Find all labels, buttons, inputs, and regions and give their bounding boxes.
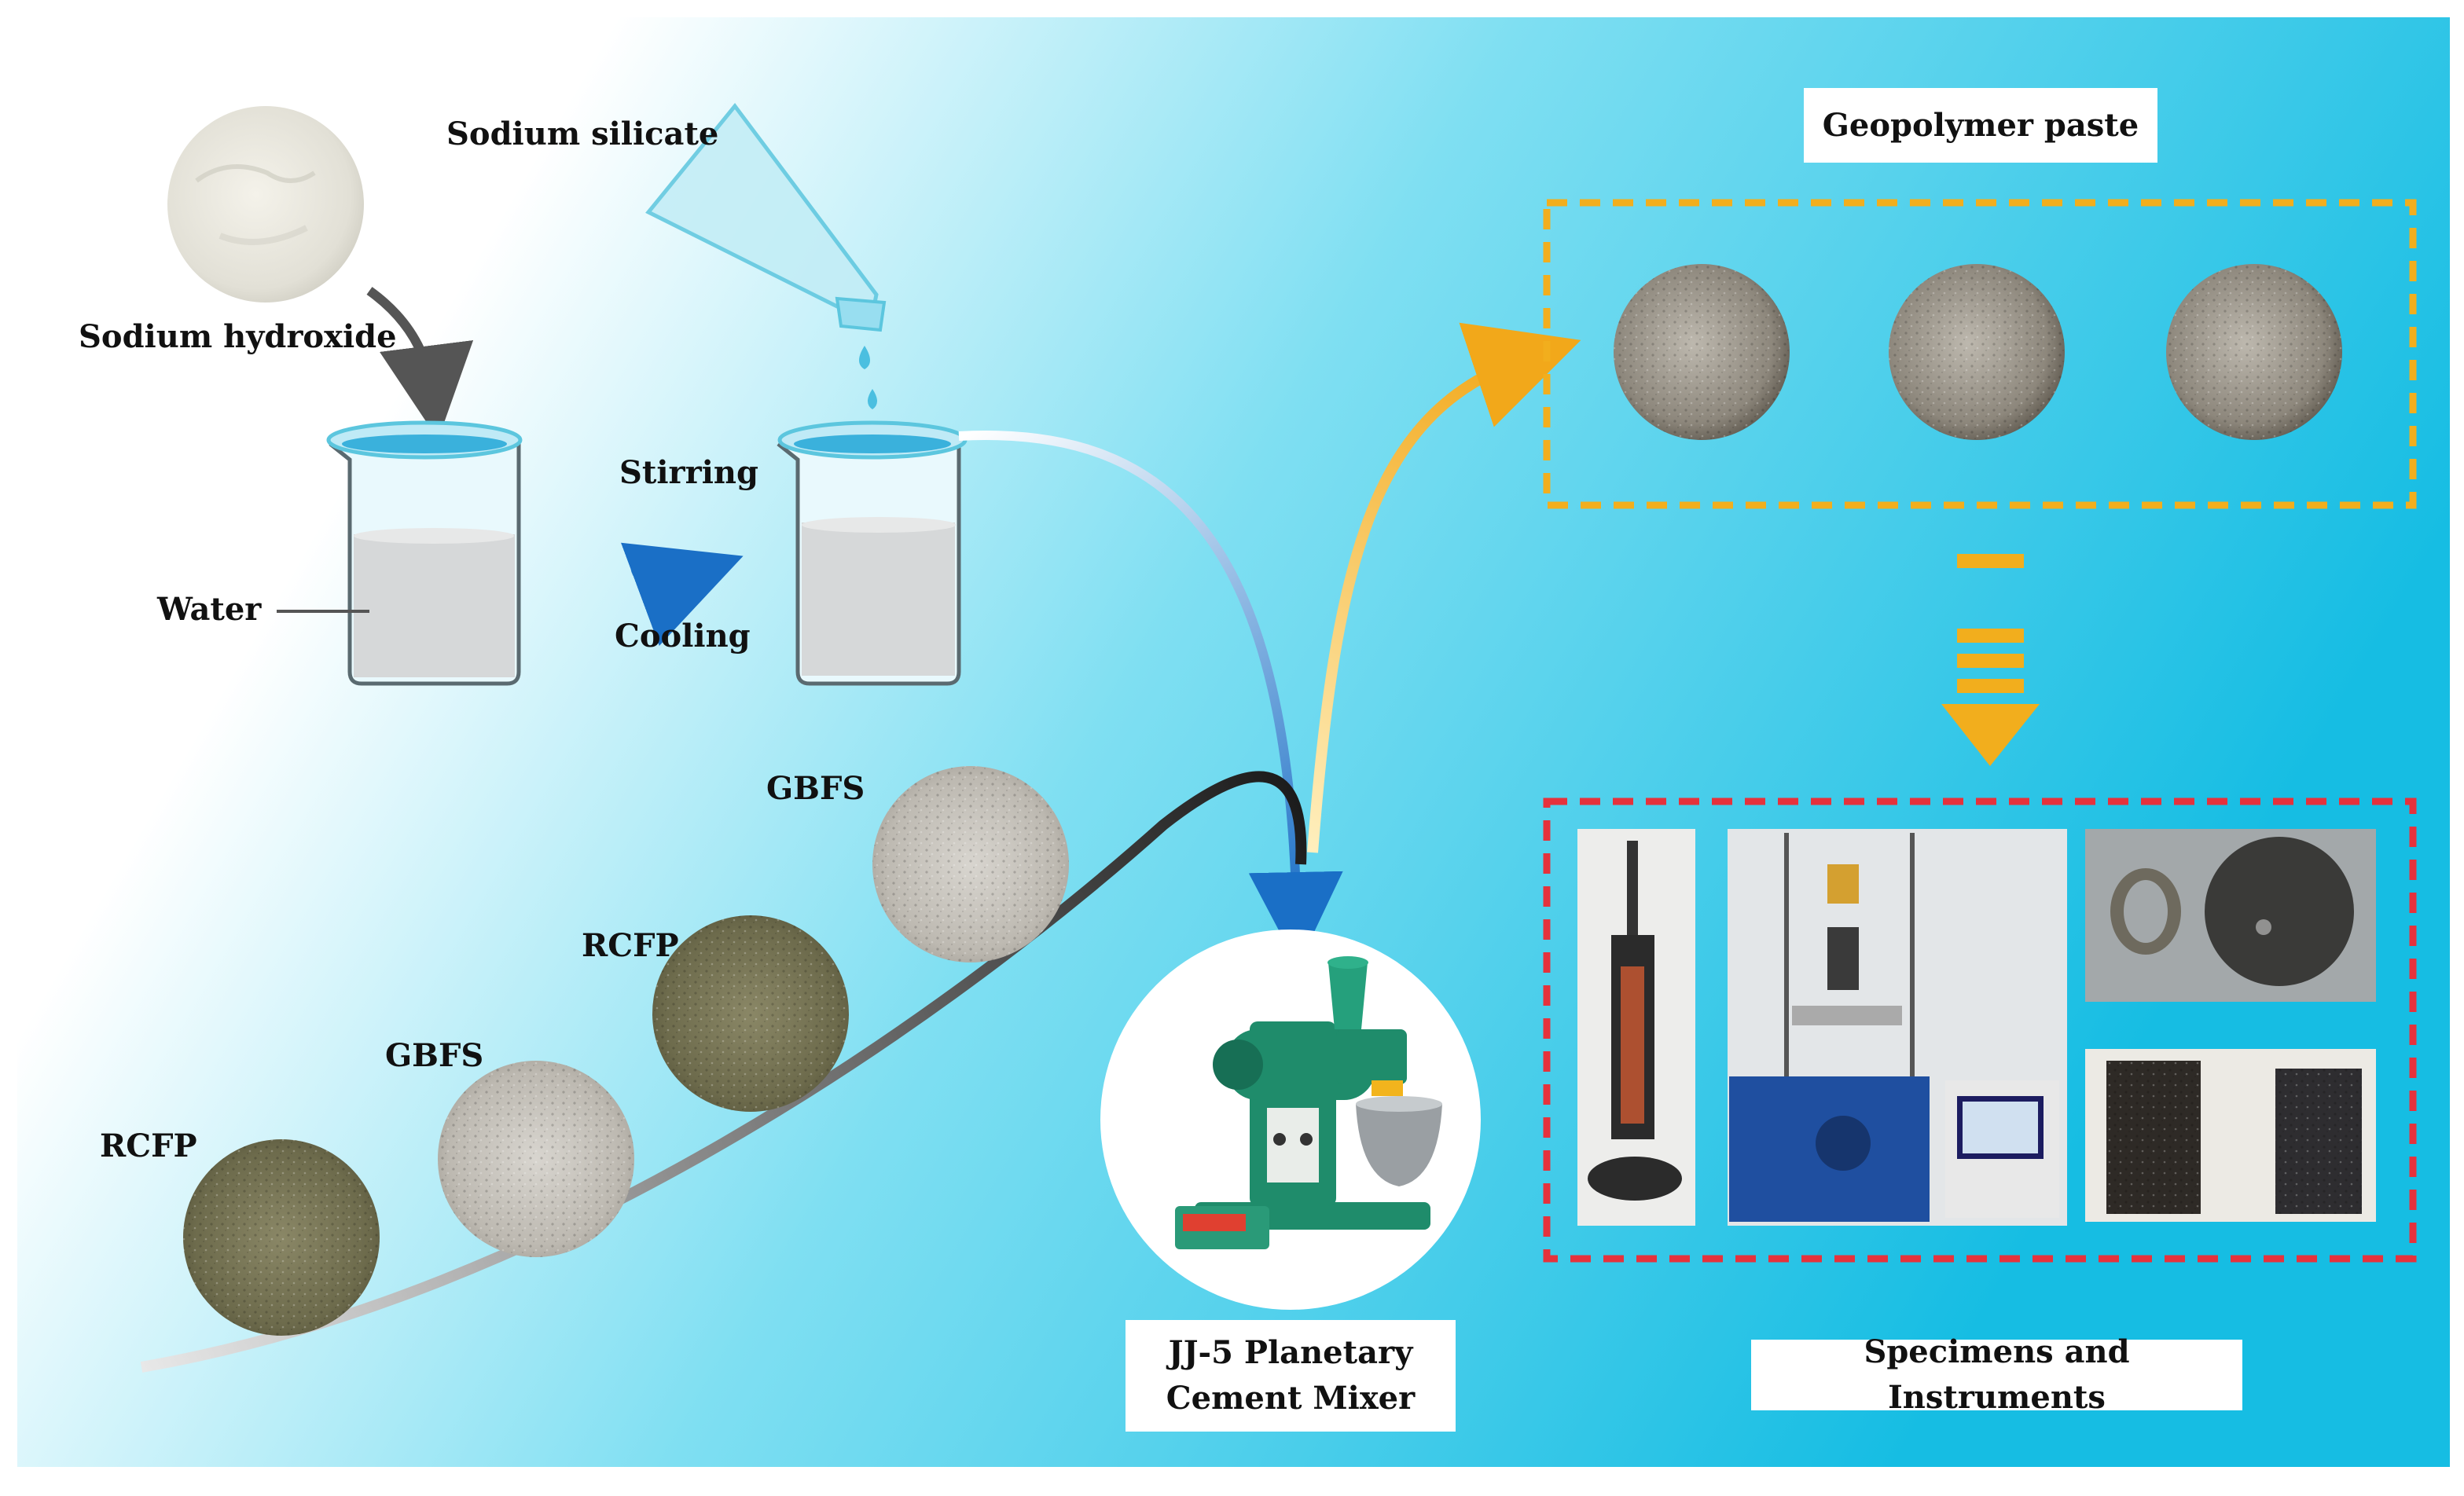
gbfs-disc-mid: [438, 1061, 634, 1257]
mixer-title-line1: JJ-5 Planetary: [1168, 1334, 1413, 1371]
mixed-solution-beaker: [777, 420, 968, 686]
vicat-apparatus-photo: [1577, 829, 1695, 1226]
ring-specimen-photo: [2085, 829, 2376, 1002]
sodium-silicate-flask: [645, 102, 887, 332]
mixer-title: JJ-5 Planetary Cement Mixer: [1126, 1320, 1456, 1432]
paste-sample-1: [1614, 264, 1790, 440]
label-gbfs-top: GBFS: [766, 770, 865, 807]
label-sodium-hydroxide: Sodium hydroxide: [79, 318, 397, 355]
powders-to-mixer-curve: [140, 771, 1307, 1373]
paste-sample-3: [2166, 264, 2342, 440]
paste-sample-2: [1889, 264, 2065, 440]
mixer-title-line2: Cement Mixer: [1166, 1380, 1416, 1417]
label-cooling: Cooling: [615, 618, 751, 654]
cube-specimens-photo: [2085, 1049, 2376, 1222]
sodium-hydroxide-powder: [167, 106, 364, 302]
label-rcfp-bottom: RCFP: [100, 1128, 197, 1164]
testing-machine-photo: [1728, 829, 2067, 1226]
specimens-instruments-box: [1543, 798, 2417, 1263]
rcfp-disc-mid: [652, 915, 849, 1112]
naoh-to-beaker-arrow: [366, 287, 474, 440]
stirring-cooling-arrow: [621, 542, 744, 646]
water-beaker: [326, 420, 523, 686]
gbfs-disc-top: [872, 766, 1069, 962]
rcfp-disc-bottom: [183, 1139, 380, 1336]
silicate-drop: [859, 346, 870, 369]
geopolymer-paste-title: Geopolymer paste: [1804, 88, 2157, 163]
planetary-cement-mixer: [1100, 930, 1481, 1310]
label-water: Water: [157, 591, 262, 628]
geopolymer-paste-box: [1543, 199, 2417, 509]
label-rcfp-mid: RCFP: [582, 927, 679, 964]
label-sodium-silicate: Sodium silicate: [446, 116, 719, 152]
specimens-instruments-title: Specimens and Instruments: [1751, 1333, 2242, 1416]
label-stirring: Stirring: [619, 454, 758, 491]
down-arrow: [1941, 554, 2040, 766]
mixer-to-paste-arrow: [1307, 322, 1581, 853]
label-gbfs-mid: GBFS: [385, 1037, 484, 1074]
silicate-drop-2: [868, 389, 877, 409]
solution-to-mixer-arrow: [958, 431, 1343, 966]
